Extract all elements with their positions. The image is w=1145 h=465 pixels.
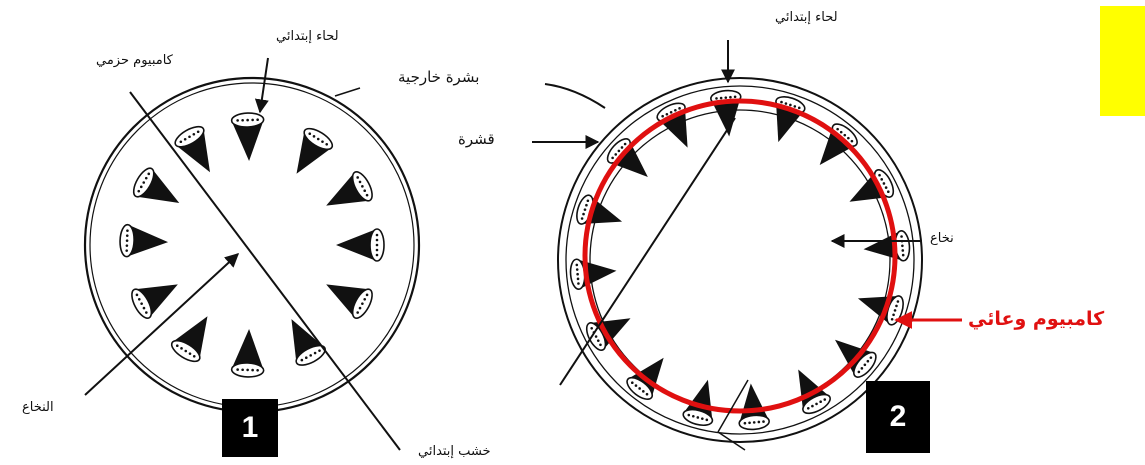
figure-1-number: 1 [242, 411, 259, 445]
figure-1-label-primary-phloem: لحاء إبتدائي [276, 29, 339, 44]
figure-1-vascular-bundles [120, 113, 384, 378]
figure-2-vascular-bundles [569, 89, 910, 430]
figure-1-vascular-bundle [120, 224, 169, 256]
figure-1-vascular-bundle [130, 165, 180, 203]
figure-1-vascular-bundle [326, 169, 376, 206]
vascular-cambium-label: كامبيوم وعائي [968, 308, 1104, 330]
figure-1-stem [85, 58, 419, 450]
figure-1-vascular-bundle [172, 123, 210, 173]
figure-1-pith-arrow [85, 254, 238, 395]
figure-1-label-fascicular-cambium: كامبيوم حزمي [96, 53, 173, 68]
figure-1-cambium-pointer [130, 92, 400, 450]
figure-1-vascular-bundle [168, 316, 207, 365]
figure-1-vascular-bundle [297, 125, 336, 174]
figure-1-phloem-arrow [260, 58, 268, 112]
figure-1-number-box: 1 [222, 399, 278, 457]
figure-1-vascular-bundle [291, 319, 328, 369]
figure-2-label-epidermis: بشرة خارجية [398, 68, 479, 86]
figure-2-vascular-bundle [710, 89, 741, 136]
figure-1-vascular-bundle [231, 113, 263, 162]
figure-2-label-cortex: قشرة [458, 130, 495, 148]
figure-1-label-pith: النخاع [22, 400, 54, 415]
figure-2-epidermis-inner [566, 86, 914, 434]
figure-2-number-box: 2 [866, 381, 930, 453]
figure-1-label-primary-xylem: خشب إبتدائي [418, 444, 491, 459]
figure-2-number: 2 [890, 400, 907, 434]
yellow-highlight-box [1100, 6, 1145, 116]
figure-1-vascular-bundle [326, 284, 376, 321]
figure-2-epidermis-pointer [545, 84, 605, 108]
figure-1-vascular-bundle [336, 229, 384, 261]
figure-2-vascular-bundle [569, 259, 616, 290]
vascular-cambium-ring [585, 101, 895, 411]
figure-2-label-pith: نخاع [930, 231, 954, 246]
figure-1-cortex-arrow [335, 88, 360, 96]
figure-2-vascular-bundle [774, 94, 807, 142]
figure-2-label-primary-phloem: لحاء إبتدائي [775, 10, 838, 25]
figure-1-vascular-bundle [231, 329, 263, 378]
figure-2-vascular-bundle [864, 230, 911, 261]
